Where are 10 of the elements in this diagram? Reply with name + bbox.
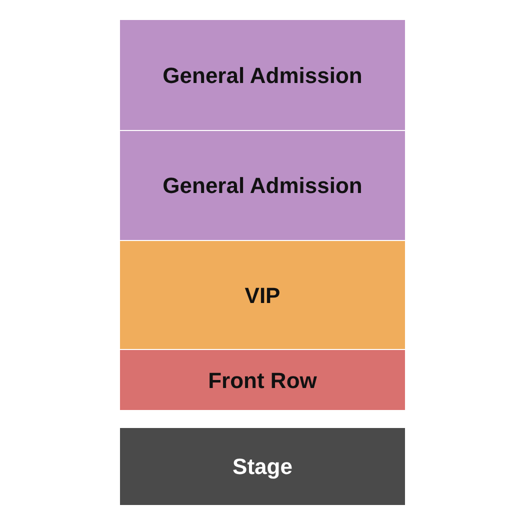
section-label: General Admission	[162, 172, 362, 200]
section-label: General Admission	[162, 62, 362, 90]
section-label: VIP	[244, 282, 280, 310]
section-label: Stage	[232, 453, 292, 481]
section-label: Front Row	[208, 366, 317, 394]
stage-area	[120, 428, 405, 505]
seating-section	[120, 350, 405, 410]
seating-section	[120, 20, 405, 130]
seating-section	[120, 131, 405, 240]
seating-section	[120, 241, 405, 349]
